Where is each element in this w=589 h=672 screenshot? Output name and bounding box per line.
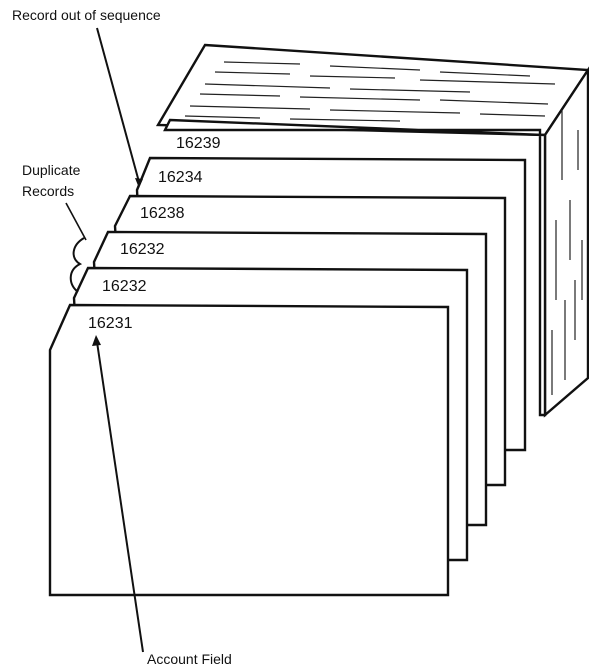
duplicate-label-line2: Records <box>22 183 74 199</box>
account-field-label: Account Field <box>147 651 232 667</box>
out-of-sequence-label: Record out of sequence <box>12 7 161 23</box>
card-number: 16232 <box>102 278 147 295</box>
duplicate-label-line1: Duplicate <box>22 162 81 178</box>
out-of-sequence-pointer <box>97 28 143 188</box>
card-number: 16238 <box>140 205 185 222</box>
card-number: 16234 <box>158 169 203 186</box>
card-number: 16239 <box>176 135 221 152</box>
card-number: 16231 <box>88 315 133 332</box>
card-16231: 16231 <box>50 305 448 595</box>
card-number: 16232 <box>120 241 165 258</box>
